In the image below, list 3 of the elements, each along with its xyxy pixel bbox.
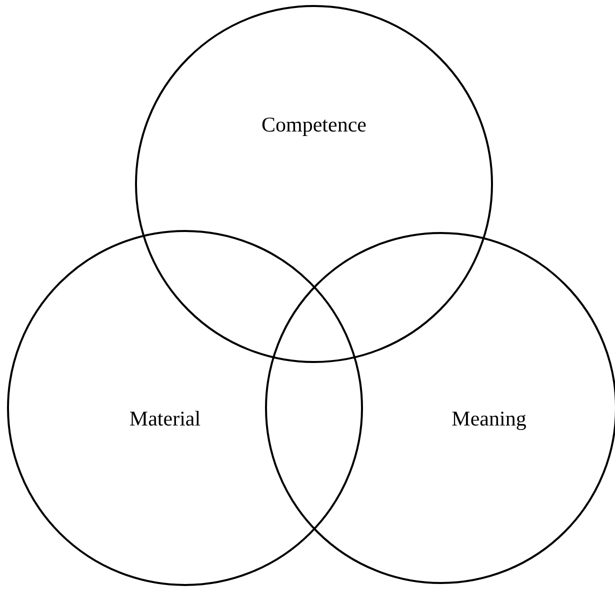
- circle-label: Material: [129, 406, 201, 432]
- circle-label: Competence: [262, 112, 366, 138]
- circle-label: Meaning: [452, 406, 526, 432]
